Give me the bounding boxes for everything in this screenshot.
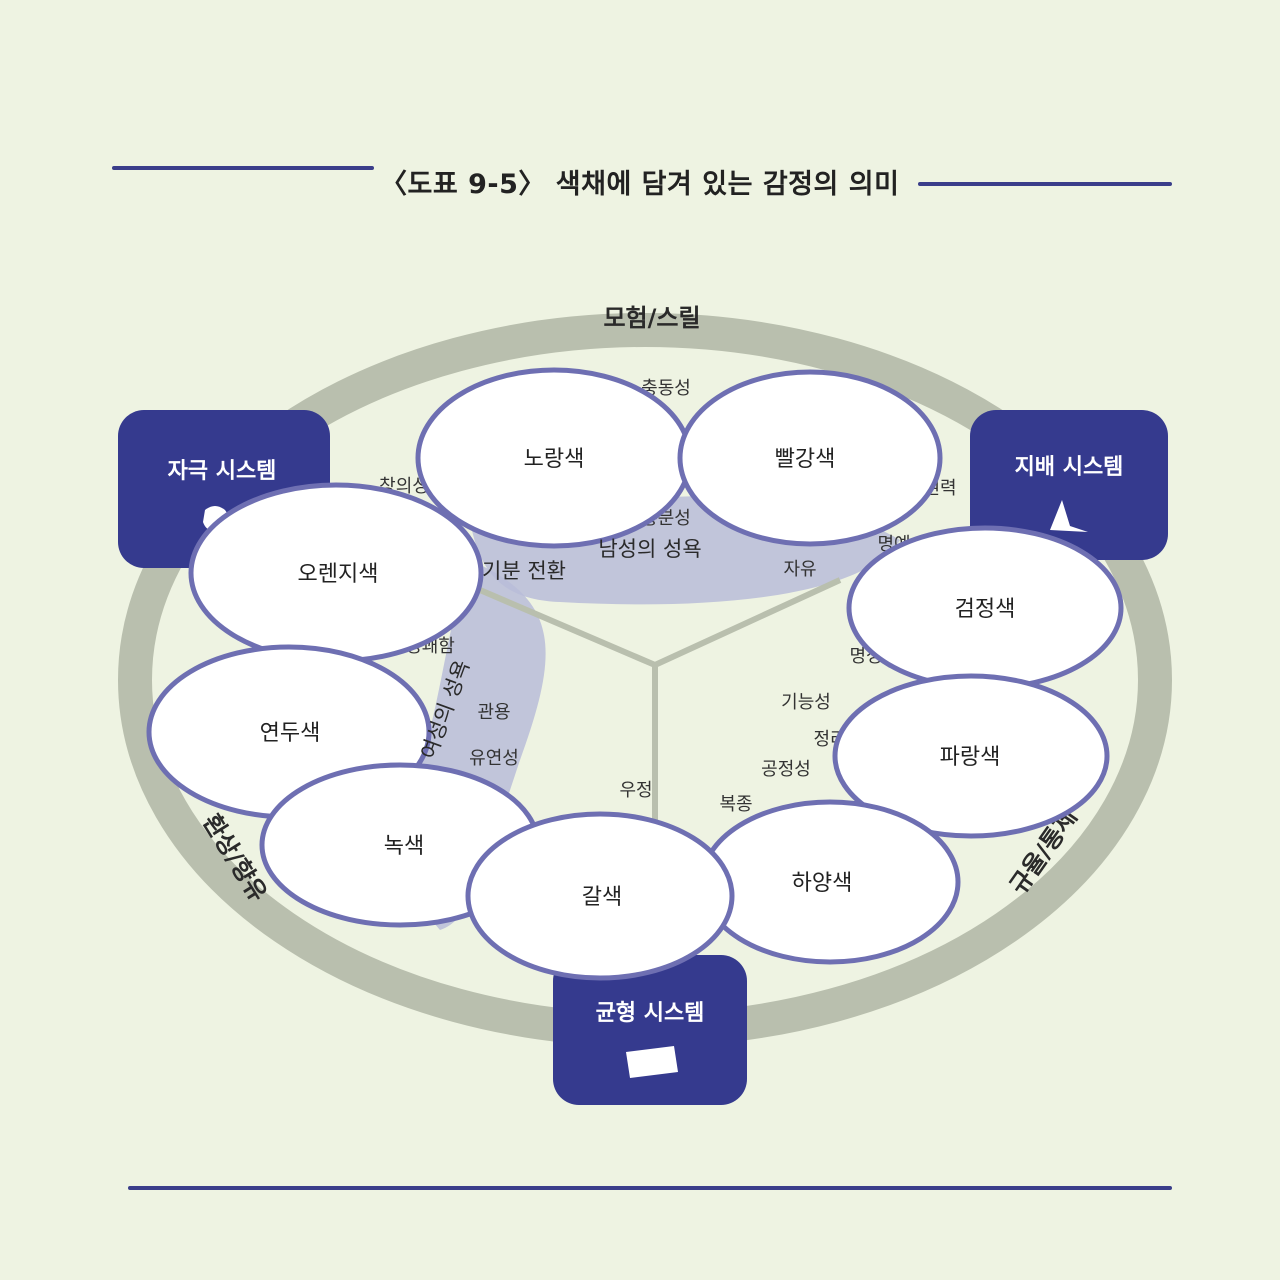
dominance-icon xyxy=(1050,500,1088,532)
ellipse-white: 하양색 xyxy=(699,799,961,965)
emotion-generosity: 관용 xyxy=(477,702,510,723)
ellipse-blue: 파랑색 xyxy=(832,673,1110,839)
title-rule-left xyxy=(112,166,374,170)
color-white-label: 하양색 xyxy=(792,871,853,896)
emotion-flexibility: 유연성 xyxy=(469,748,519,769)
emotion-friendship: 우정 xyxy=(619,780,652,801)
emotion-functionality: 기능성 xyxy=(781,692,831,713)
figure-title: 〈도표 9-5〉 색채에 담겨 있는 감정의 의미 xyxy=(380,169,900,200)
center-divider xyxy=(478,577,842,820)
color-black-label: 검정색 xyxy=(955,597,1016,622)
ellipse-black: 검정색 xyxy=(846,525,1124,691)
ellipse-orange: 오렌지색 xyxy=(188,482,484,664)
ellipse-red: 빨강색 xyxy=(677,369,943,547)
emotion-freedom: 자유 xyxy=(783,559,816,580)
ellipse-yellow: 노랑색 xyxy=(415,367,693,549)
emotion-obedience: 복종 xyxy=(719,794,752,815)
color-blue-label: 파랑색 xyxy=(940,745,1001,770)
title-rule-right xyxy=(918,182,1172,186)
color-orange-label: 오렌지색 xyxy=(298,562,379,587)
dominance-system-box: 지배 시스템 xyxy=(970,410,1168,560)
male-desire-label: 남성의 성욕 xyxy=(598,537,701,561)
balance-icon xyxy=(626,1046,678,1078)
color-light-green-label: 연두색 xyxy=(260,721,321,746)
dominance-system-label: 지배 시스템 xyxy=(1015,455,1124,480)
balance-system-box: 균형 시스템 xyxy=(553,955,747,1105)
ring-label-adventure: 모험/스릴 xyxy=(603,304,700,332)
ellipse-brown: 갈색 xyxy=(465,811,735,981)
emotion-mood-change: 기분 전환 xyxy=(482,559,566,583)
color-green-label: 녹색 xyxy=(384,834,424,859)
emotion-impulsiveness: 충동성 xyxy=(641,378,691,399)
bottom-rule xyxy=(128,1186,1172,1190)
emotion-fairness: 공정성 xyxy=(761,759,811,780)
color-yellow-label: 노랑색 xyxy=(524,447,585,472)
color-red-label: 빨강색 xyxy=(775,447,836,472)
color-brown-label: 갈색 xyxy=(582,885,622,910)
balance-system-label: 균형 시스템 xyxy=(596,1001,705,1026)
stimulus-system-label: 자극 시스템 xyxy=(168,459,277,484)
